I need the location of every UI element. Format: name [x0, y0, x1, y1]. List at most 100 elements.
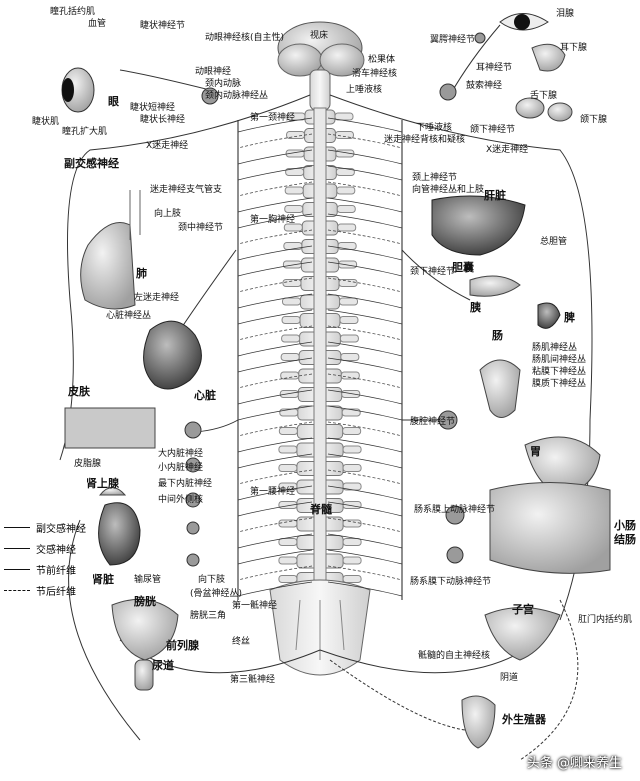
label-celiac-ganglion: 腹腔神经节 — [410, 417, 456, 427]
nerve-fiber — [237, 341, 313, 357]
nerve-fiber — [237, 277, 313, 293]
nerve-fiber — [237, 261, 313, 277]
vertebra-process — [280, 353, 300, 361]
vertebra-process — [342, 464, 362, 472]
vertebra-process — [280, 371, 300, 380]
nerve-fiber — [327, 213, 403, 229]
label-pupil-sphincter: 瞳孔括约肌 — [50, 7, 96, 17]
nerve-fiber — [237, 469, 313, 485]
vertebra-process — [279, 390, 299, 398]
label-superior-mesenteric: 肠系膜上动脉神经节 — [414, 505, 496, 515]
nerve-fiber — [237, 565, 313, 581]
label-sublingual-gland: 舌下腺 — [530, 91, 558, 101]
skin-organ — [64, 407, 156, 449]
vertebra-process — [278, 575, 298, 583]
nerve-fiber — [237, 325, 313, 341]
nerve-fiber — [327, 309, 403, 325]
nerve-fiber — [327, 373, 403, 389]
bladder-organ — [111, 598, 179, 661]
vertebra-process — [284, 186, 304, 195]
label-urethra: 尿道 — [152, 659, 174, 672]
nerve-fiber — [237, 389, 313, 405]
label-first-thoracic: 第一胸神经 — [250, 215, 296, 225]
label-large-intestine: 结肠 — [614, 533, 636, 546]
vertebra-process — [341, 390, 361, 398]
label-mucosal-plexus: 粘膜下神经丛 — [532, 367, 587, 377]
nerve-fiber — [237, 405, 313, 421]
nerve-fiber — [237, 501, 313, 517]
nerve-fiber — [327, 453, 403, 469]
vertebra-process — [286, 112, 306, 121]
nerve-fiber — [237, 133, 313, 149]
ganglia — [184, 32, 486, 567]
nerve-fiber — [327, 325, 403, 341]
vertebra-process — [342, 538, 362, 546]
label-vagus-dorsal: 迷走神经背核和疑核 — [384, 135, 466, 145]
vertebra-process — [339, 297, 358, 306]
label-stomach: 胃 — [530, 445, 541, 458]
nerve-fiber — [327, 229, 403, 245]
vertebra-process — [338, 260, 358, 269]
nerve-fiber — [237, 117, 313, 133]
nerve-fiber — [237, 437, 313, 453]
nerve-fiber — [327, 549, 403, 565]
label-lesser-splanchnic: 小内脏神经 — [158, 463, 204, 473]
long-pathways — [59, 24, 593, 761]
stomach-organ — [524, 436, 601, 496]
vertebra-process — [281, 316, 301, 324]
label-inferior-cervical: 颈下神经节 — [410, 267, 456, 277]
nerve-fiber — [327, 485, 403, 501]
label-eye: 眼 — [108, 95, 119, 108]
vertebra-process — [340, 371, 360, 380]
nerve-fiber — [237, 309, 313, 325]
label-vagina: 阴道 — [500, 673, 519, 683]
vertebra-process — [278, 538, 298, 546]
vertebra-process — [282, 260, 302, 269]
label-to-lower-limb: 向下肢 — [198, 575, 226, 585]
nerve-fiber — [237, 549, 313, 565]
label-lung: 肺 — [136, 267, 147, 280]
legend-item: 节后纤维 — [4, 583, 76, 598]
label-spinal-cord: 脊髓 — [310, 503, 332, 516]
nerve-fiber — [237, 485, 313, 501]
label-common-bile-duct: 总胆管 — [540, 237, 568, 247]
label-parotid-gland: 耳下腺 — [560, 43, 588, 53]
label-inferior-salivatory: 下唾液核 — [416, 123, 453, 133]
lung-organ — [80, 222, 136, 310]
label-vagus-bronchial: 迷走神经支气管支 — [150, 185, 223, 195]
nerve-fiber — [327, 501, 403, 517]
nerve-fiber — [327, 197, 403, 213]
legend-item: 节前纤维 — [4, 562, 76, 577]
vertebra-process — [281, 334, 301, 343]
label-skin: 皮肤 — [68, 385, 90, 398]
label-external-genitalia: 外生殖器 — [502, 713, 546, 726]
nerve-fiber — [327, 181, 403, 197]
nerve-fiber — [237, 373, 313, 389]
legend-item: 交感神经 — [4, 541, 76, 556]
label-salivatory-nucleus: 上唾液核 — [346, 85, 383, 95]
label-middle-cervical: 颈中神经节 — [178, 223, 224, 233]
nerve-fiber — [327, 581, 403, 597]
nerve-fiber — [327, 261, 403, 277]
label-greater-splanchnic: 大内脏神经 — [158, 449, 204, 459]
label-ciliary-ganglion: 睫状神经节 — [140, 21, 186, 31]
vertebra-process — [342, 427, 362, 435]
nerve-fiber — [327, 469, 403, 485]
vertebra-process — [342, 575, 362, 583]
label-pancreas: 胰 — [470, 301, 481, 314]
nerve-fiber — [327, 421, 403, 437]
label-anal-sphincter: 肛门内括约肌 — [578, 615, 633, 625]
label-least-splanchnic: 最下内脏神经 — [158, 479, 213, 489]
nerve-fiber — [237, 245, 313, 261]
nerve-fiber — [327, 389, 403, 405]
label-oculomotor-nucleus: 动眼神经核(自主性) — [205, 33, 285, 43]
label-tongue-nerve: 鼓索神经 — [466, 81, 503, 91]
label-short-ciliary: 睫状长神经 — [140, 115, 186, 125]
label-pineal-body: 松果体 — [368, 55, 396, 65]
nerve-fiber — [237, 517, 313, 533]
vertebra-process — [282, 279, 302, 287]
nerve-fiber — [327, 133, 403, 149]
nerve-fiber — [327, 437, 403, 453]
label-gallbladder: 胆囊 — [452, 261, 474, 274]
nerve-fiber — [237, 453, 313, 469]
